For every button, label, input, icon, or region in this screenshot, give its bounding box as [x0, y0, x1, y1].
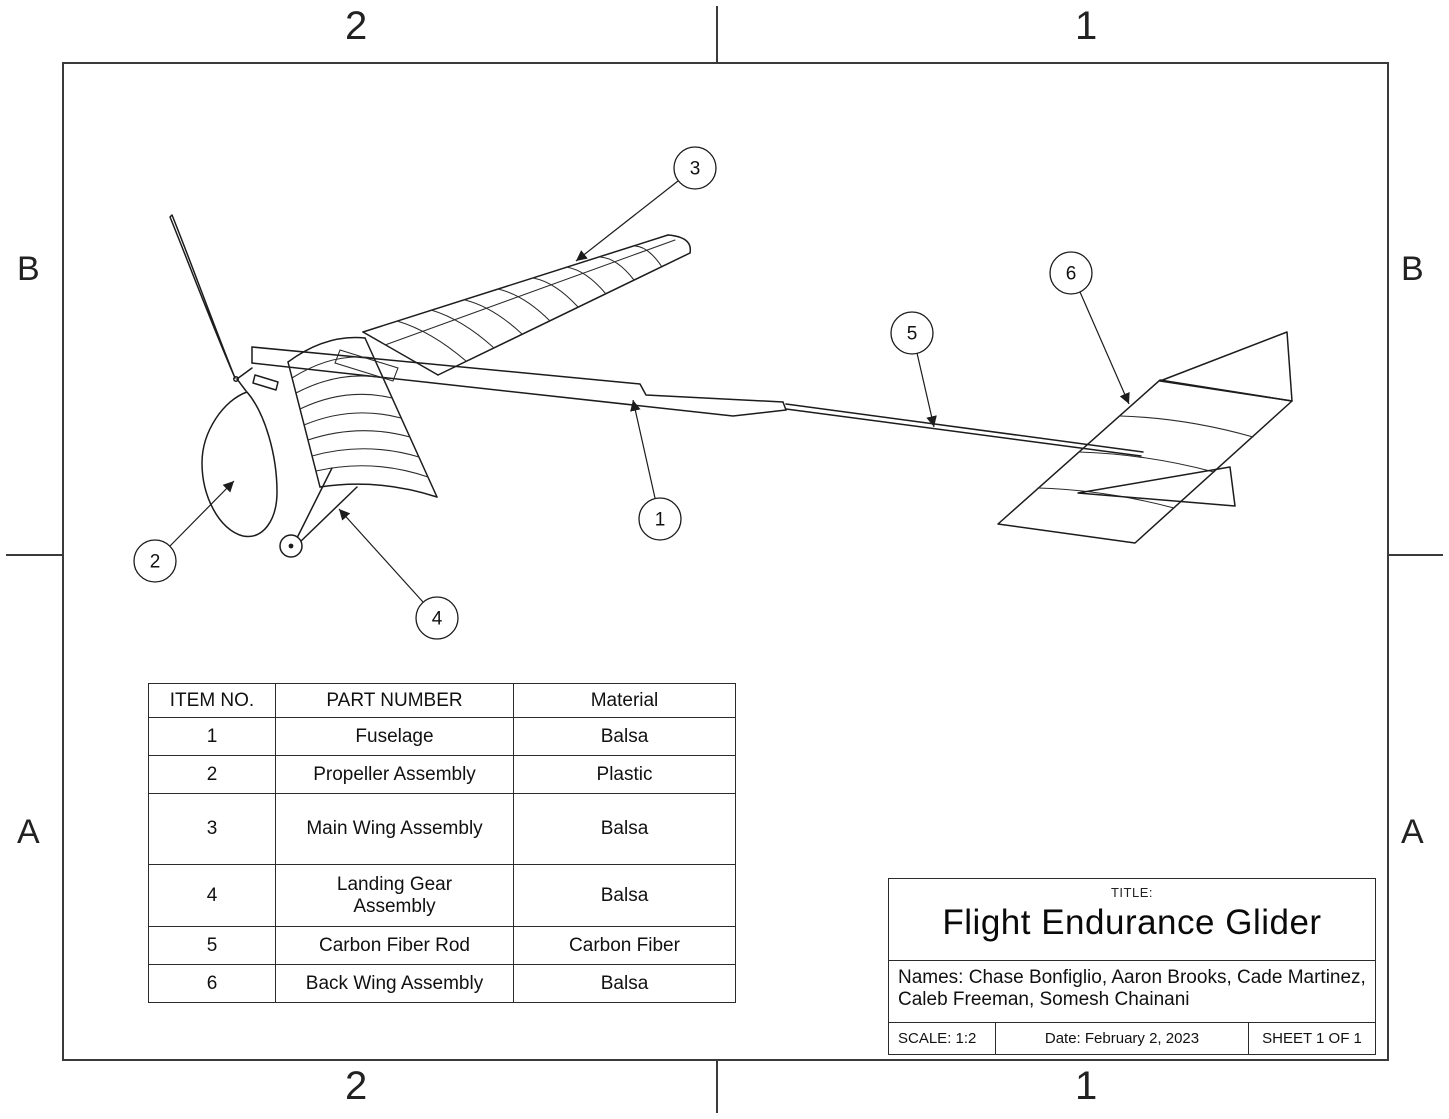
- bom-part: Main Wing Assembly: [275, 793, 514, 865]
- bom-item-no: 3: [148, 793, 276, 865]
- bom-item-no: 6: [148, 964, 276, 1003]
- bom-part: Landing Gear Assembly: [275, 864, 514, 927]
- bom-material: Balsa: [513, 793, 736, 865]
- zone-column-top-1: 1: [1075, 4, 1098, 48]
- propeller-assembly: [169, 214, 279, 538]
- bom-material: Balsa: [513, 717, 736, 756]
- bom-part: Carbon Fiber Rod: [275, 926, 514, 965]
- svg-text:1: 1: [655, 510, 666, 531]
- balloon-callout-5: 5: [890, 311, 937, 428]
- title-block-bottom-row: SCALE: 1:2 Date: February 2, 2023 SHEET …: [889, 1023, 1375, 1054]
- zone-column-top-2: 2: [345, 4, 368, 48]
- balloon-callout-4: 4: [338, 508, 459, 640]
- bom-material: Carbon Fiber: [513, 926, 736, 965]
- table-row: 2 Propeller Assembly Plastic: [148, 755, 736, 794]
- zone-row-right-a: A: [1401, 813, 1424, 851]
- bom-header-item: ITEM NO.: [148, 683, 276, 718]
- zone-row-left-a: A: [17, 813, 40, 851]
- svg-text:5: 5: [907, 324, 918, 345]
- main-wing-left-panel: [287, 336, 438, 498]
- zone-column-bottom-2: 2: [345, 1064, 368, 1108]
- bom-header-part: PART NUMBER: [275, 683, 514, 718]
- zone-row-left-b: B: [17, 250, 40, 288]
- table-row: 5 Carbon Fiber Rod Carbon Fiber: [148, 926, 736, 965]
- bom-item-no: 4: [148, 864, 276, 927]
- balloon-callout-1: 1: [630, 399, 682, 541]
- table-row: 6 Back Wing Assembly Balsa: [148, 964, 736, 1003]
- table-row: 1 Fuselage Balsa: [148, 717, 736, 756]
- bom-material: Plastic: [513, 755, 736, 794]
- bom-material: Balsa: [513, 964, 736, 1003]
- zone-row-right-b: B: [1401, 250, 1424, 288]
- back-wing-assembly: [997, 331, 1293, 544]
- bom-header-material: Material: [513, 683, 736, 718]
- bom-part: Propeller Assembly: [275, 755, 514, 794]
- fuselage: [251, 346, 787, 417]
- sheet-number-cell: SHEET 1 OF 1: [1262, 1030, 1362, 1047]
- title-block: TITLE: Flight Endurance Glider Names: Ch…: [888, 878, 1376, 1055]
- balloon-callout-6: 6: [1049, 251, 1130, 405]
- bom-item-no: 5: [148, 926, 276, 965]
- zone-column-bottom-1: 1: [1075, 1064, 1098, 1108]
- page-title: Flight Endurance Glider: [942, 903, 1322, 942]
- bom-part-text: Landing Gear Assembly: [336, 873, 453, 917]
- svg-text:3: 3: [690, 159, 701, 180]
- bom-item-no: 2: [148, 755, 276, 794]
- title-block-title-cell: TITLE: Flight Endurance Glider: [889, 879, 1375, 961]
- bom-part: Fuselage: [275, 717, 514, 756]
- title-label: TITLE:: [1110, 885, 1153, 900]
- svg-text:4: 4: [432, 609, 443, 630]
- bom-header-row: ITEM NO. PART NUMBER Material: [148, 683, 736, 718]
- landing-gear-assembly: [279, 467, 358, 558]
- svg-text:2: 2: [150, 552, 161, 573]
- date-cell: Date: February 2, 2023: [996, 1023, 1249, 1054]
- main-wing-right-panel: [362, 234, 692, 376]
- balloon-callout-3: 3: [575, 146, 717, 262]
- table-row: 3 Main Wing Assembly Balsa: [148, 793, 736, 865]
- svg-text:6: 6: [1066, 264, 1077, 285]
- balloon-callout-2: 2: [133, 480, 235, 583]
- bom-item-no: 1: [148, 717, 276, 756]
- bom-part: Back Wing Assembly: [275, 964, 514, 1003]
- names-cell: Names: Chase Bonfiglio, Aaron Brooks, Ca…: [889, 961, 1375, 1023]
- carbon-fiber-rod: [785, 403, 1144, 457]
- bom-material: Balsa: [513, 864, 736, 927]
- scale-cell: SCALE: 1:2: [889, 1023, 996, 1054]
- table-row: 4 Landing Gear Assembly Balsa: [148, 864, 736, 927]
- sheet-border: [6, 6, 1443, 1113]
- bom-table: ITEM NO. PART NUMBER Material 1 Fuselage…: [148, 683, 736, 1003]
